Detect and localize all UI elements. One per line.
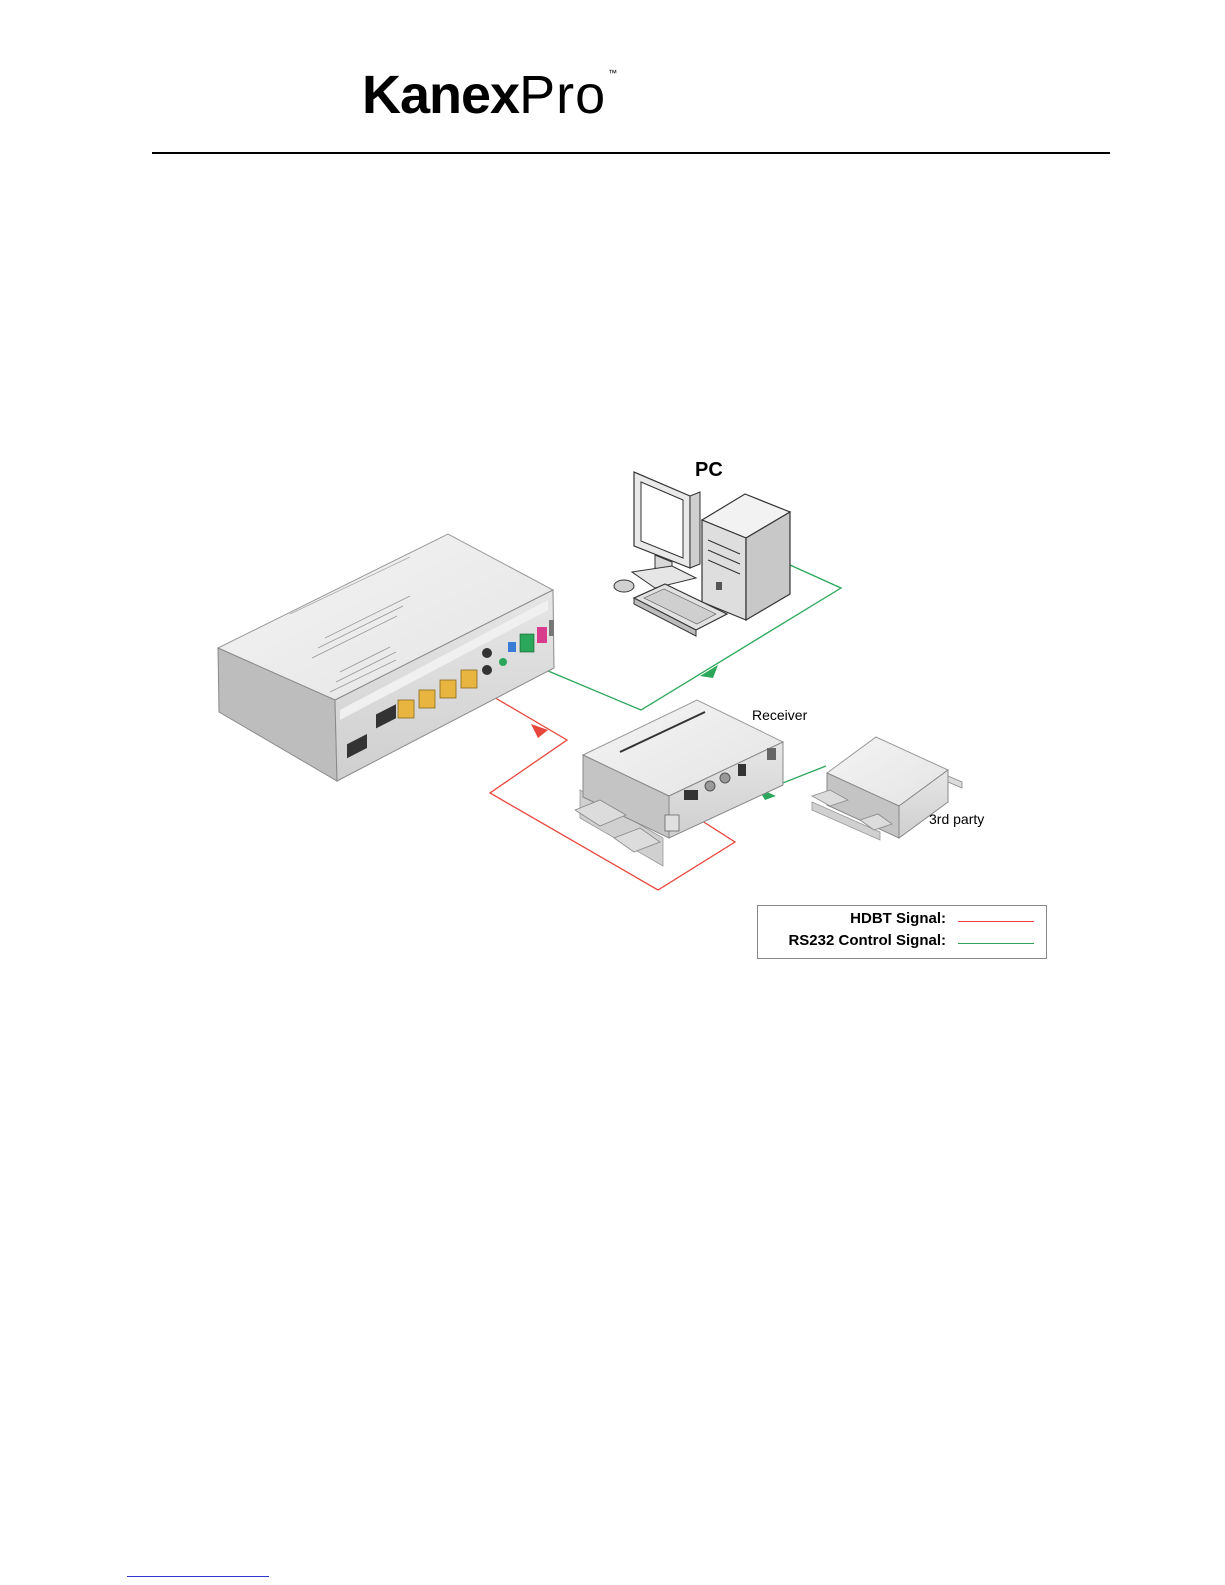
footer-link-underline[interactable] (127, 1576, 269, 1577)
legend-rs232-swatch (958, 943, 1034, 944)
third-party-label: 3rd party (929, 811, 984, 827)
receiver-unit (575, 700, 783, 866)
legend-hdbt-label: HDBT Signal: (850, 910, 946, 927)
legend-hdbt-swatch (958, 921, 1034, 922)
pc-mouse (614, 580, 634, 592)
receiver-label: Receiver (752, 707, 808, 723)
pc-label: PC (695, 459, 723, 481)
pc-monitor (632, 472, 700, 588)
signal-legend: HDBT Signal: RS232 Control Signal: (757, 905, 1047, 959)
pc-tower (702, 494, 790, 620)
legend-rs232-label: RS232 Control Signal: (788, 932, 946, 949)
transmitter-unit (218, 534, 554, 781)
